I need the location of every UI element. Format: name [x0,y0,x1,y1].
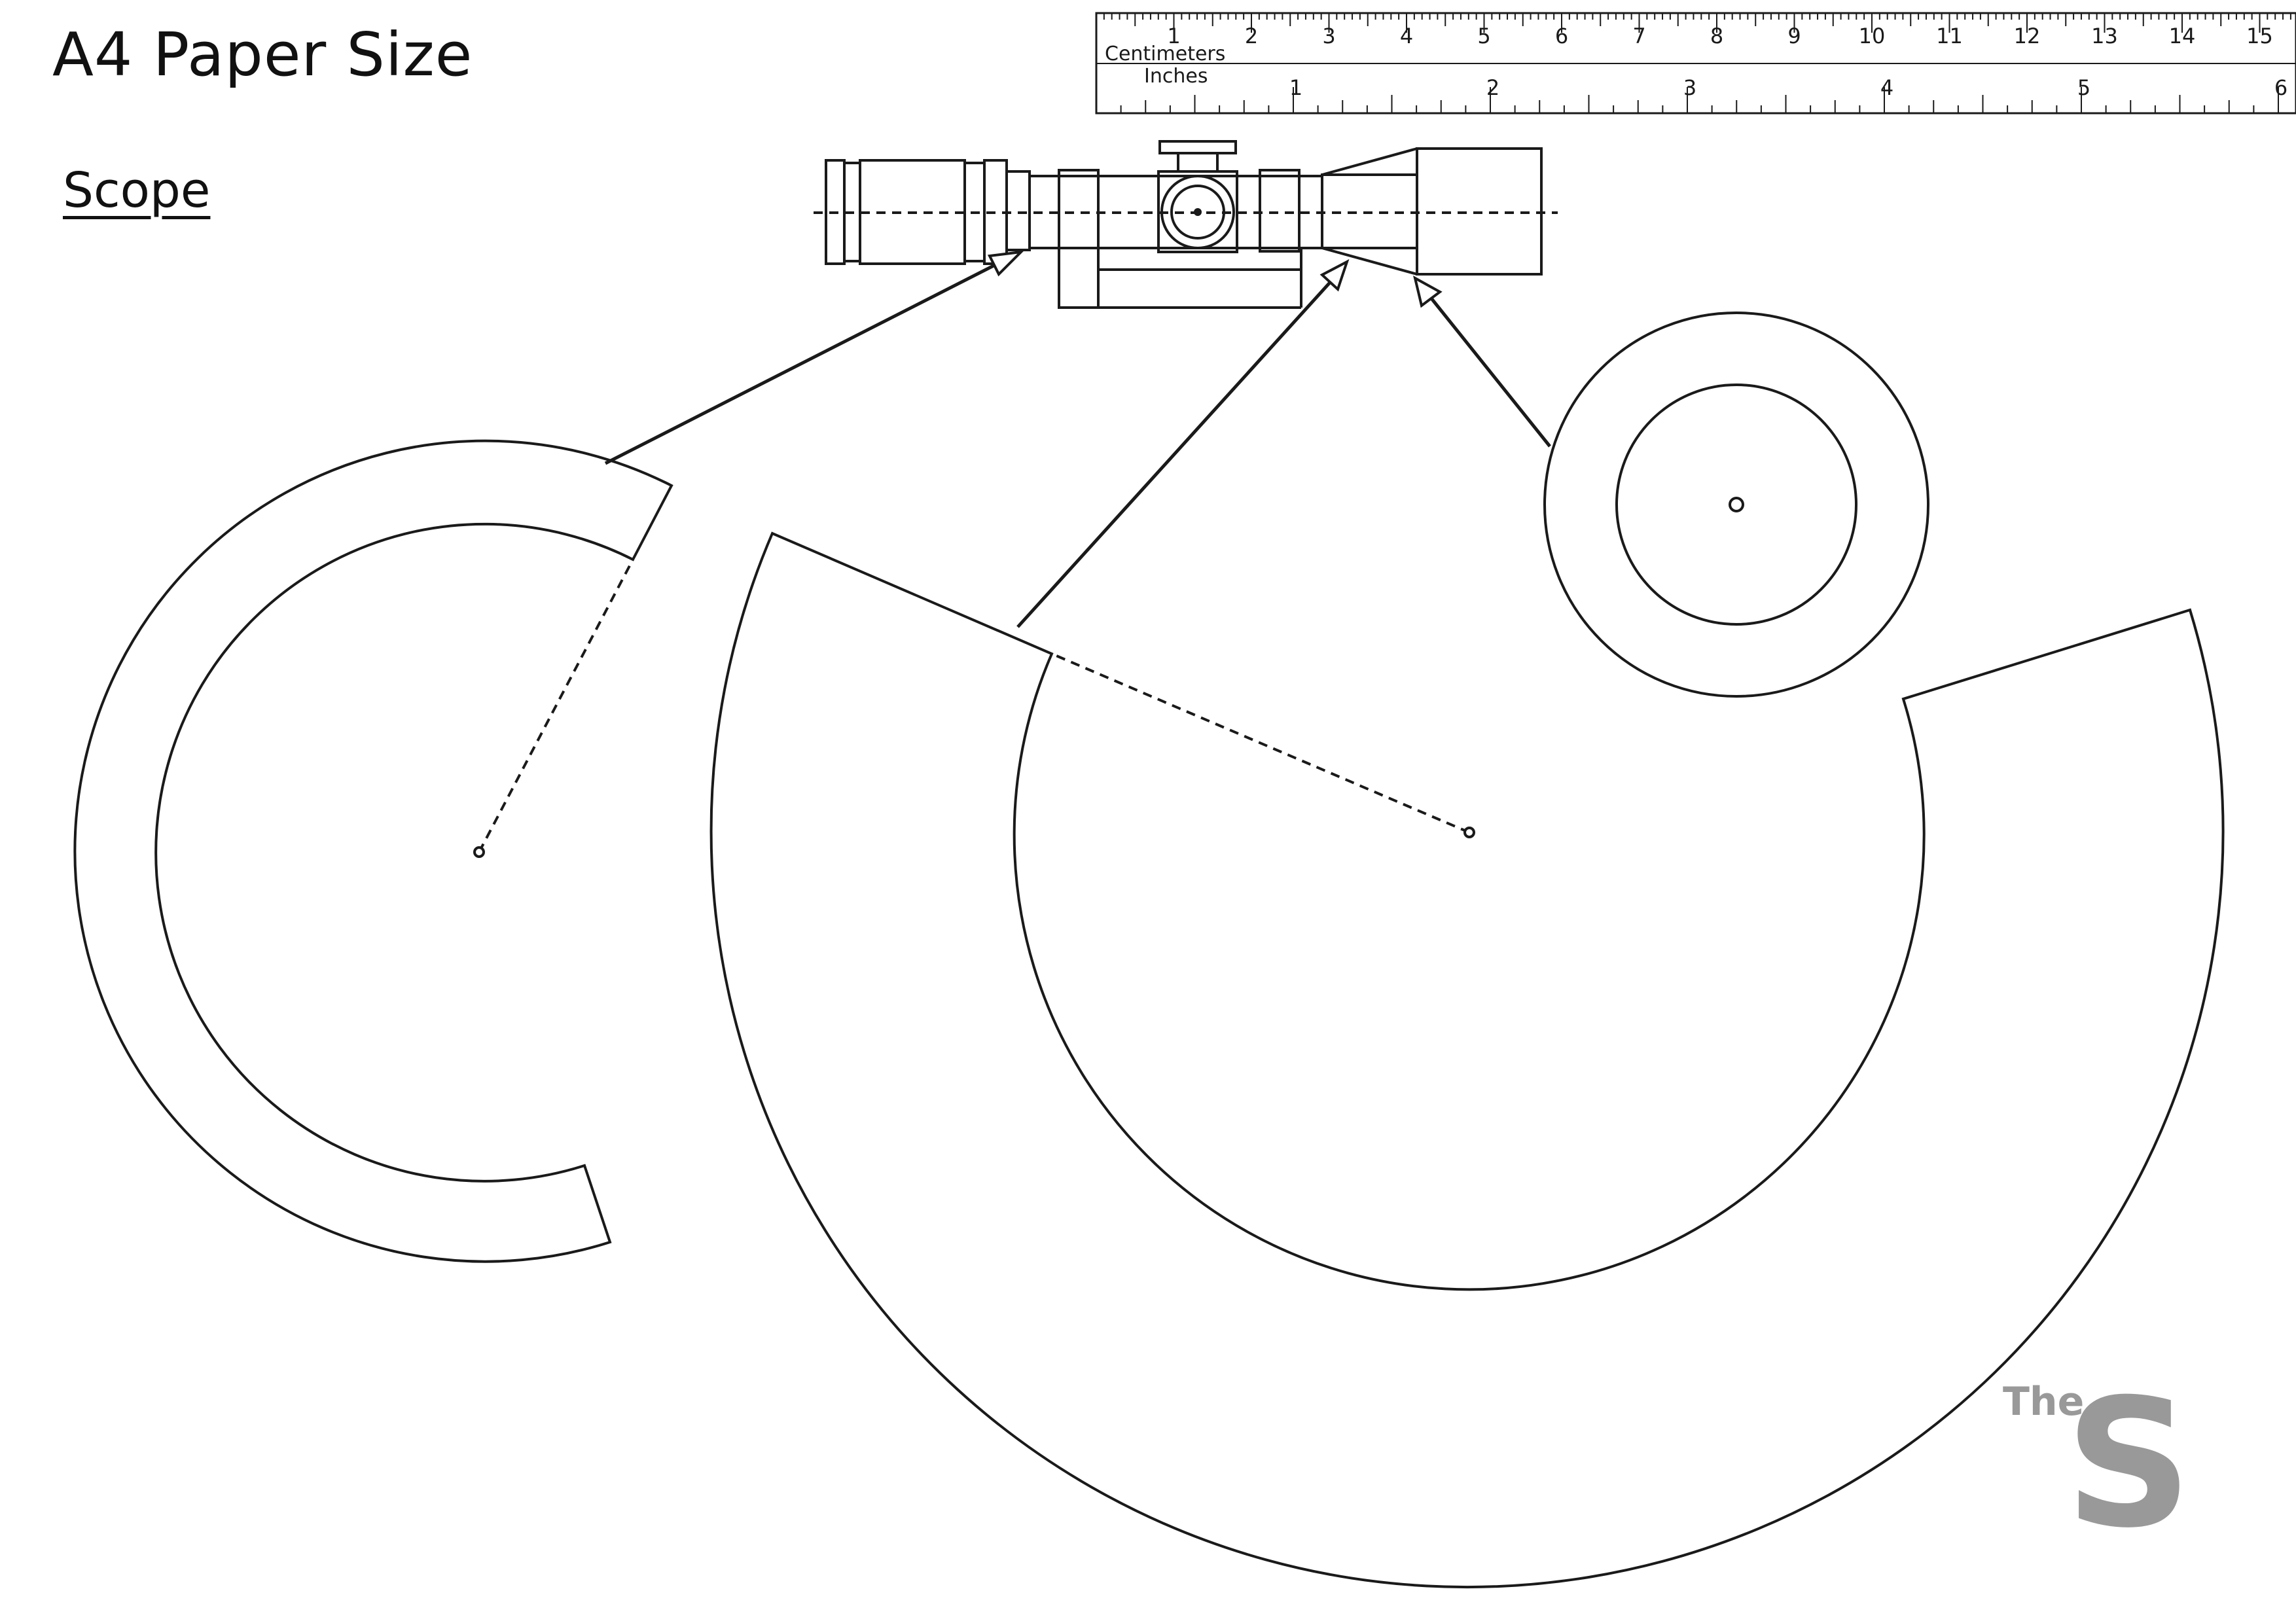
arrow-to-eyepiece [604,250,1025,465]
eyepiece-piece-fold-line [478,559,634,853]
inch-tick-label: 4 [1880,75,1893,100]
brand-logo: The S [2003,1361,2192,1567]
objective-piece-fold-line [1051,652,1470,834]
scope-body [1028,140,1323,309]
cm-tick-label: 11 [1936,24,1963,48]
section-title: Scope [63,162,211,219]
inch-scale-label: Inches [1144,65,1208,88]
objective-piece-center-mark [1463,827,1475,838]
cm-tick-label: 13 [2091,24,2118,48]
logo-large-letter: S [2065,1361,2192,1567]
lens-cap-center-mark [1729,497,1744,512]
assembly-arrows [604,250,1551,628]
logo-small-text: The [2003,1379,2084,1425]
cm-tick-label: 15 [2246,24,2273,48]
cm-tick-label: 6 [1555,24,1568,48]
inch-tick-marks: 1 2 3 4 5 6 [1096,75,2287,113]
cm-tick-label: 8 [1710,24,1723,48]
cm-tick-label: 7 [1632,24,1645,48]
cm-scale-label: Centimeters [1105,43,1225,65]
cm-tick-label: 1 [1167,24,1180,48]
inch-tick-label: 3 [1683,75,1696,100]
arrow-to-objective-cone [1016,259,1350,628]
inch-tick-label: 1 [1289,75,1302,100]
cm-tick-label: 3 [1322,24,1335,48]
cm-tick-label: 14 [2169,24,2196,48]
cm-tick-label: 9 [1787,24,1801,48]
inch-tick-label: 2 [1486,75,1499,100]
eyepiece-pattern-piece [73,439,673,1263]
cm-tick-label: 2 [1245,24,1258,48]
lens-cap-pattern-piece [1543,312,1929,698]
cm-tick-label: 12 [2014,24,2041,48]
cm-tick-label: 4 [1400,24,1413,48]
inch-tick-label: 5 [2077,75,2090,100]
arrow-to-lens-cap [1413,276,1551,448]
cm-tick-label: 5 [1477,24,1490,48]
inch-tick-label: 6 [2274,75,2287,100]
eyepiece-piece-center-mark [473,846,485,858]
objective-cone-pattern-piece [709,531,2225,1589]
page-title: A4 Paper Size [52,20,473,90]
scope-assembly [814,140,1558,309]
cm-tick-label: 10 [1859,24,1886,48]
